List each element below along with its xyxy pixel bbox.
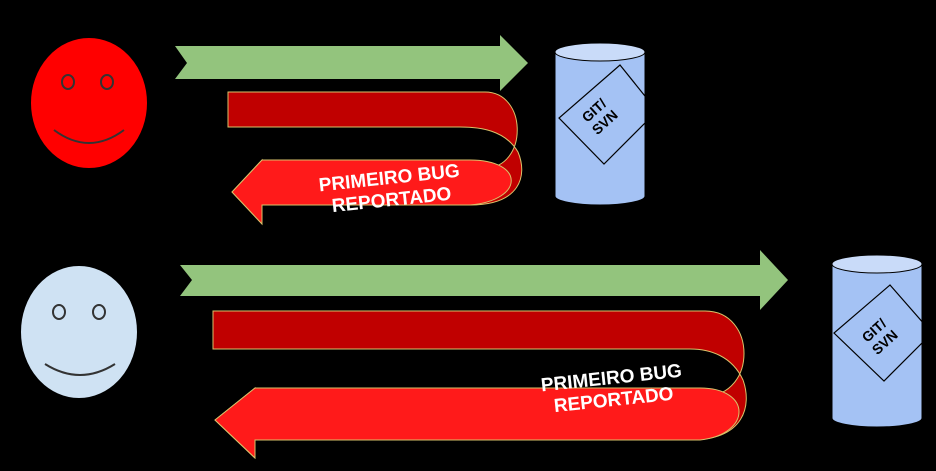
bug-report-arrow [227,91,523,226]
repository-cylinder-icon: GIT/ SVN [831,254,933,428]
row-2: PRIMEIRO BUG REPORTADO GIT/ SVN [19,250,933,460]
repository-cylinder-icon: GIT/ SVN [554,42,658,206]
push-arrow [175,35,528,91]
row-1: PRIMEIRO BUG REPORTADO GIT/ SVN [29,35,658,226]
blue-smiley-face-icon [19,264,139,400]
bug-report-arrow [212,310,747,460]
red-smiley-face-icon [29,36,149,170]
push-arrow [180,250,788,310]
